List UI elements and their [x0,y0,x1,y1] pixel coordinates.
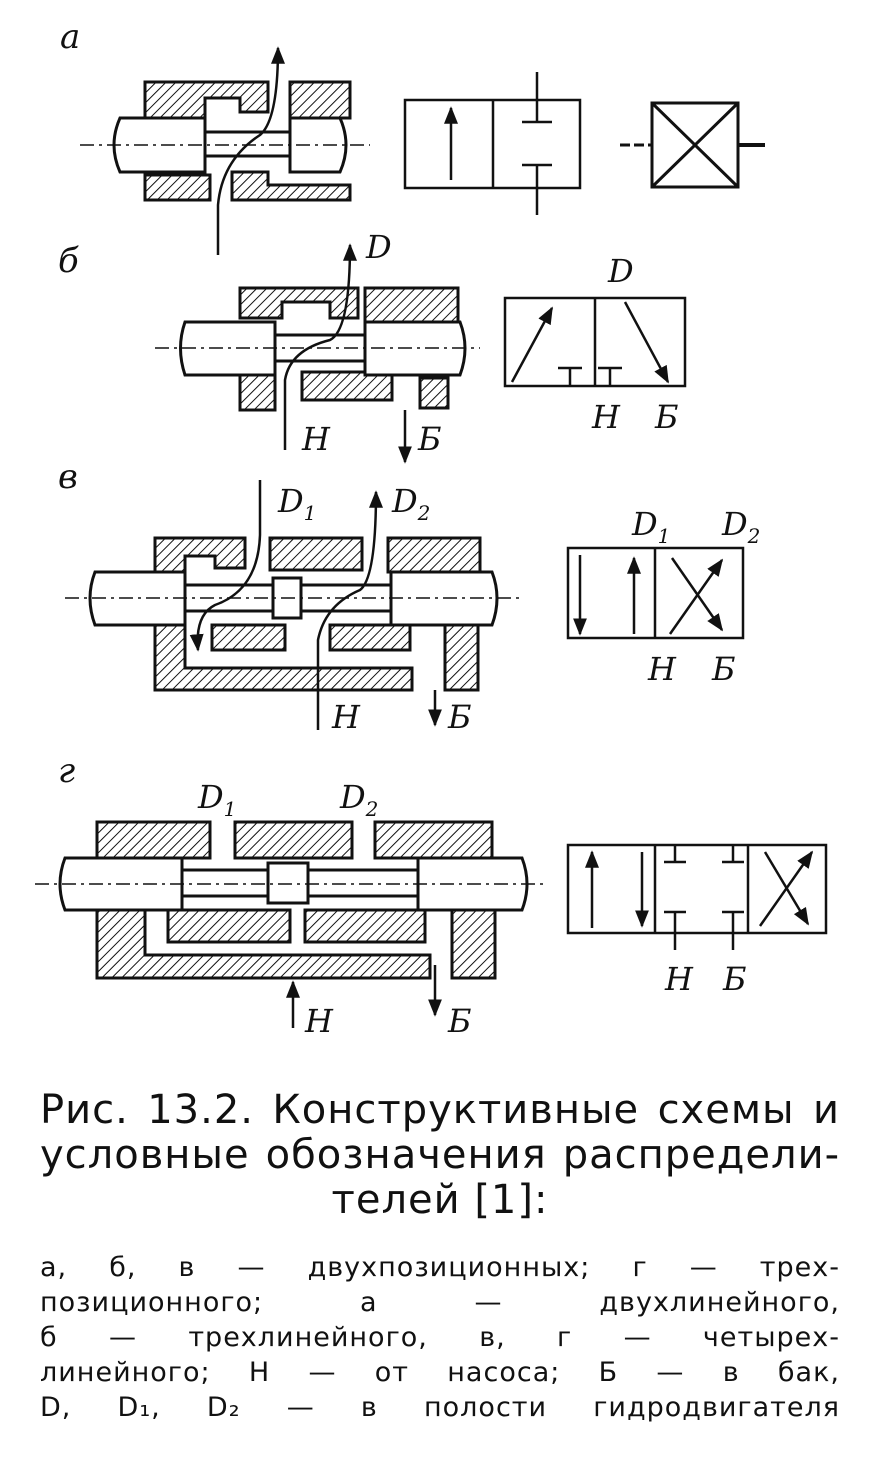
valve-schemes-figure: а б [35,17,828,1040]
caption-title-line-2: условные обозначения распредели- [40,1132,840,1178]
valve-b-port-h: Н [301,420,331,458]
figure-caption-title-end: телей [1]: [40,1178,840,1223]
panel-b: б D Н Б D Н Б [58,228,687,464]
valve-v-body [153,536,482,692]
valve-g-symbol-port-h: Н [664,960,694,998]
valve-b-symbol-port-b: Б [654,398,679,436]
caption-legend-line: D, D₁, D₂ — в полости гидродвигателя [40,1392,840,1423]
valve-v-symbol-port-h: Н [647,650,677,688]
panel-a: а [60,17,765,255]
figure-caption-legend: а, б, в — двухпозиционных; г — трех- поз… [40,1250,840,1425]
caption-title-line-3: телей [1]: [331,1177,549,1223]
valve-b-flow-arrow [283,243,357,450]
valve-a-flow-arrow [216,46,285,255]
valve-v-flow-arrow-2 [316,490,383,730]
caption-title-line-1: Рис. 13.2. Конструктивные схемы и [40,1087,840,1133]
valve-g-port-d2: D2 [339,778,378,821]
valve-g-port-d1: D1 [197,778,236,821]
valve-a-body [143,80,352,202]
valve-g-port-b: Б [447,1002,472,1040]
valve-v-port-h: Н [331,698,361,736]
panel-g: г D1 D2 Н Б [35,751,828,1040]
caption-legend-line: а, б, в — двухпозиционных; г — трех- [40,1252,840,1283]
valve-v-port-d2: D2 [391,482,430,525]
valve-g-port-h: Н [304,1002,334,1040]
valve-v-flow-arrow-1 [189,480,262,652]
valve-g-symbol-port-b: Б [722,960,747,998]
valve-g-spool [58,856,529,912]
panel-v-label: в [58,457,78,497]
valve-b-symbol [503,296,687,388]
panel-g-label: г [58,751,75,791]
valve-b-port-b: Б [417,420,442,458]
valve-v-symbol-port-d2: D2 [721,505,760,548]
caption-legend-line: линейного; Н — от насоса; Б — в бак, [40,1357,840,1388]
valve-v-symbol [566,546,745,640]
caption-legend-line: позиционного; а — двухлинейного, [40,1287,840,1318]
valve-v-port-d1: D1 [277,482,316,525]
valve-a-check-symbol [620,101,765,189]
caption-legend-line: б — трехлинейного, в, г — четырех- [40,1322,840,1353]
panel-v: в D1 D2 Н Б [58,457,760,736]
valve-b-body [238,286,460,412]
panel-b-label: б [58,241,79,281]
valve-v-symbol-port-d1: D1 [631,505,670,548]
valve-b-symbol-port-h: Н [591,398,621,436]
valve-a-symbol [403,72,582,215]
valve-b-port-d: D [365,228,392,266]
valve-v-symbol-port-b: Б [711,650,736,688]
valve-b-spool [179,320,467,377]
panel-a-label: а [60,17,80,57]
valve-g-symbol [566,843,828,950]
valve-v-port-b: Б [447,698,472,736]
figure-caption-title: Рис. 13.2. Конструктивные схемы и условн… [40,1088,840,1178]
valve-b-symbol-port-d: D [607,252,634,290]
